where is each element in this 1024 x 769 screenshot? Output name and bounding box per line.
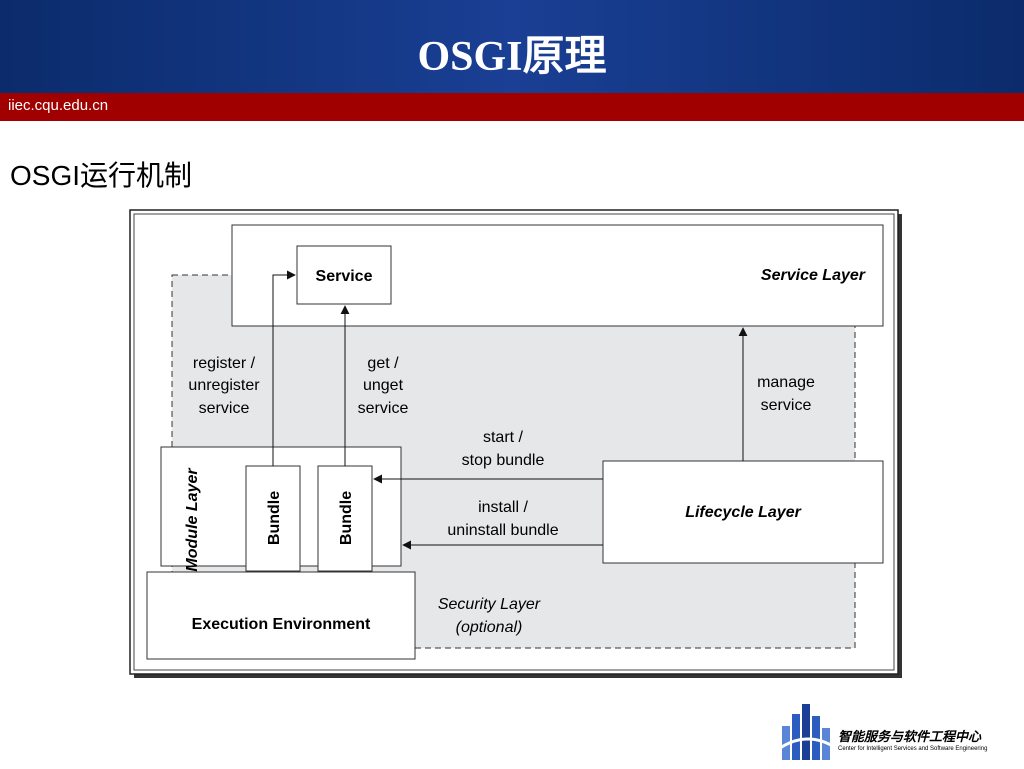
module-layer-label: Module Layer — [184, 468, 201, 572]
bundle-label-2: Bundle — [338, 491, 355, 545]
register-arrow — [272, 270, 296, 466]
execution-environment-box — [146, 571, 416, 660]
logo-icon — [779, 704, 837, 760]
slide-header: OSGI原理 — [0, 0, 1024, 93]
slide-subtitle: OSGI运行机制 — [10, 160, 193, 191]
bundle-box-1 — [245, 465, 301, 572]
execution-environment-label: Execution Environment — [192, 616, 371, 633]
slide-title: OSGI原理 — [417, 34, 607, 80]
security-layer-label-2: (optional) — [456, 619, 523, 636]
url-bar: iiec.cqu.edu.cn — [0, 93, 1024, 121]
install-label-1: install / — [478, 499, 528, 516]
get-label-3: service — [358, 400, 409, 417]
logo-chinese-text: 智能服务与软件工程中心 — [838, 730, 982, 745]
lifecycle-layer-label: Lifecycle Layer — [685, 504, 801, 521]
center-logo: 智能服务与软件工程中心 Center for Intelligent Servi… — [779, 700, 1020, 764]
logo-english-text: Center for Intelligent Services and Soft… — [838, 746, 988, 752]
register-label-2: unregister — [188, 377, 260, 394]
start-stop-label-2: stop bundle — [462, 452, 545, 469]
manage-label-1: manage — [757, 374, 815, 391]
diagram-inner-frame — [133, 213, 895, 671]
get-label-1: get / — [367, 355, 399, 372]
get-label-2: unget — [363, 377, 404, 394]
register-label-1: register / — [193, 355, 256, 372]
site-url[interactable]: iiec.cqu.edu.cn — [8, 97, 109, 114]
lifecycle-layer-box — [602, 460, 884, 564]
bundle-box-2 — [317, 465, 373, 572]
security-layer-label-1: Security Layer — [438, 596, 541, 613]
service-label: Service — [316, 268, 373, 285]
start-stop-label-1: start / — [483, 429, 524, 446]
manage-label-2: service — [761, 397, 812, 414]
service-box — [296, 245, 392, 305]
install-label-2: uninstall bundle — [447, 522, 558, 539]
register-label-3: service — [199, 400, 250, 417]
bundle-label-1: Bundle — [266, 491, 283, 545]
service-layer-label: Service Layer — [761, 267, 866, 284]
